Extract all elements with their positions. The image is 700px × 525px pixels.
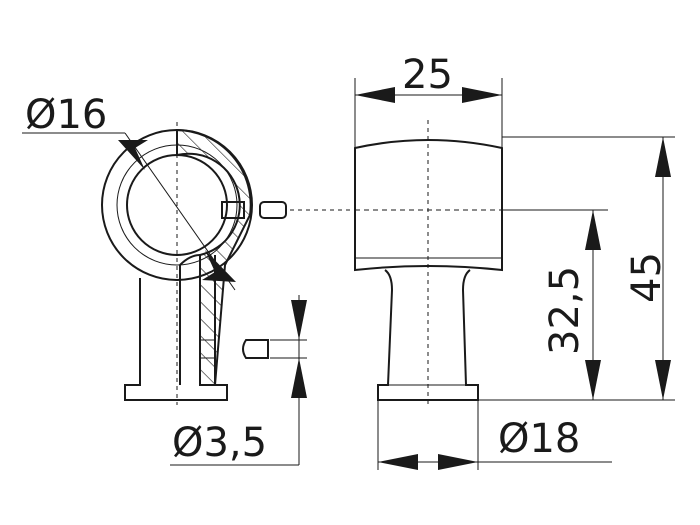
hole-diameter-dimension: Ø16 [22,92,236,291]
screw-detail-upper [259,201,287,219]
center-height-dimension: 32,5 [478,209,675,401]
screw-diameter-dimension: Ø3,5 [170,295,307,466]
hatched-section [176,128,252,386]
screw-diameter-label: Ø3,5 [172,420,267,466]
dim-arrow [462,87,502,103]
dim-arrow [378,454,418,470]
dim-arrow [291,300,307,340]
top-width-label: 25 [402,52,453,98]
hole-diameter-label: Ø16 [25,92,107,138]
dim-arrow [655,137,671,177]
total-height-dimension: 45 [502,136,675,400]
base-diameter-dimension: Ø18 [377,400,612,470]
base-diameter-label: Ø18 [498,416,580,462]
center-height-label: 32,5 [542,266,588,355]
top-width-dimension: 25 [354,52,503,148]
dim-arrow [355,87,395,103]
dim-arrow [585,360,601,400]
dim-arrow [585,210,601,250]
dim-arrow [291,358,307,398]
front-view [354,120,503,405]
screw-detail-lower [242,339,269,359]
dim-arrow [118,140,148,170]
knob-head [354,139,503,272]
side-section-view [101,122,253,405]
dim-arrow [655,360,671,400]
stem-outline [124,255,228,401]
screw-hole-section [221,201,245,219]
dim-arrow [202,250,236,282]
dim-arrow [438,454,478,470]
total-height-label: 45 [624,252,670,303]
